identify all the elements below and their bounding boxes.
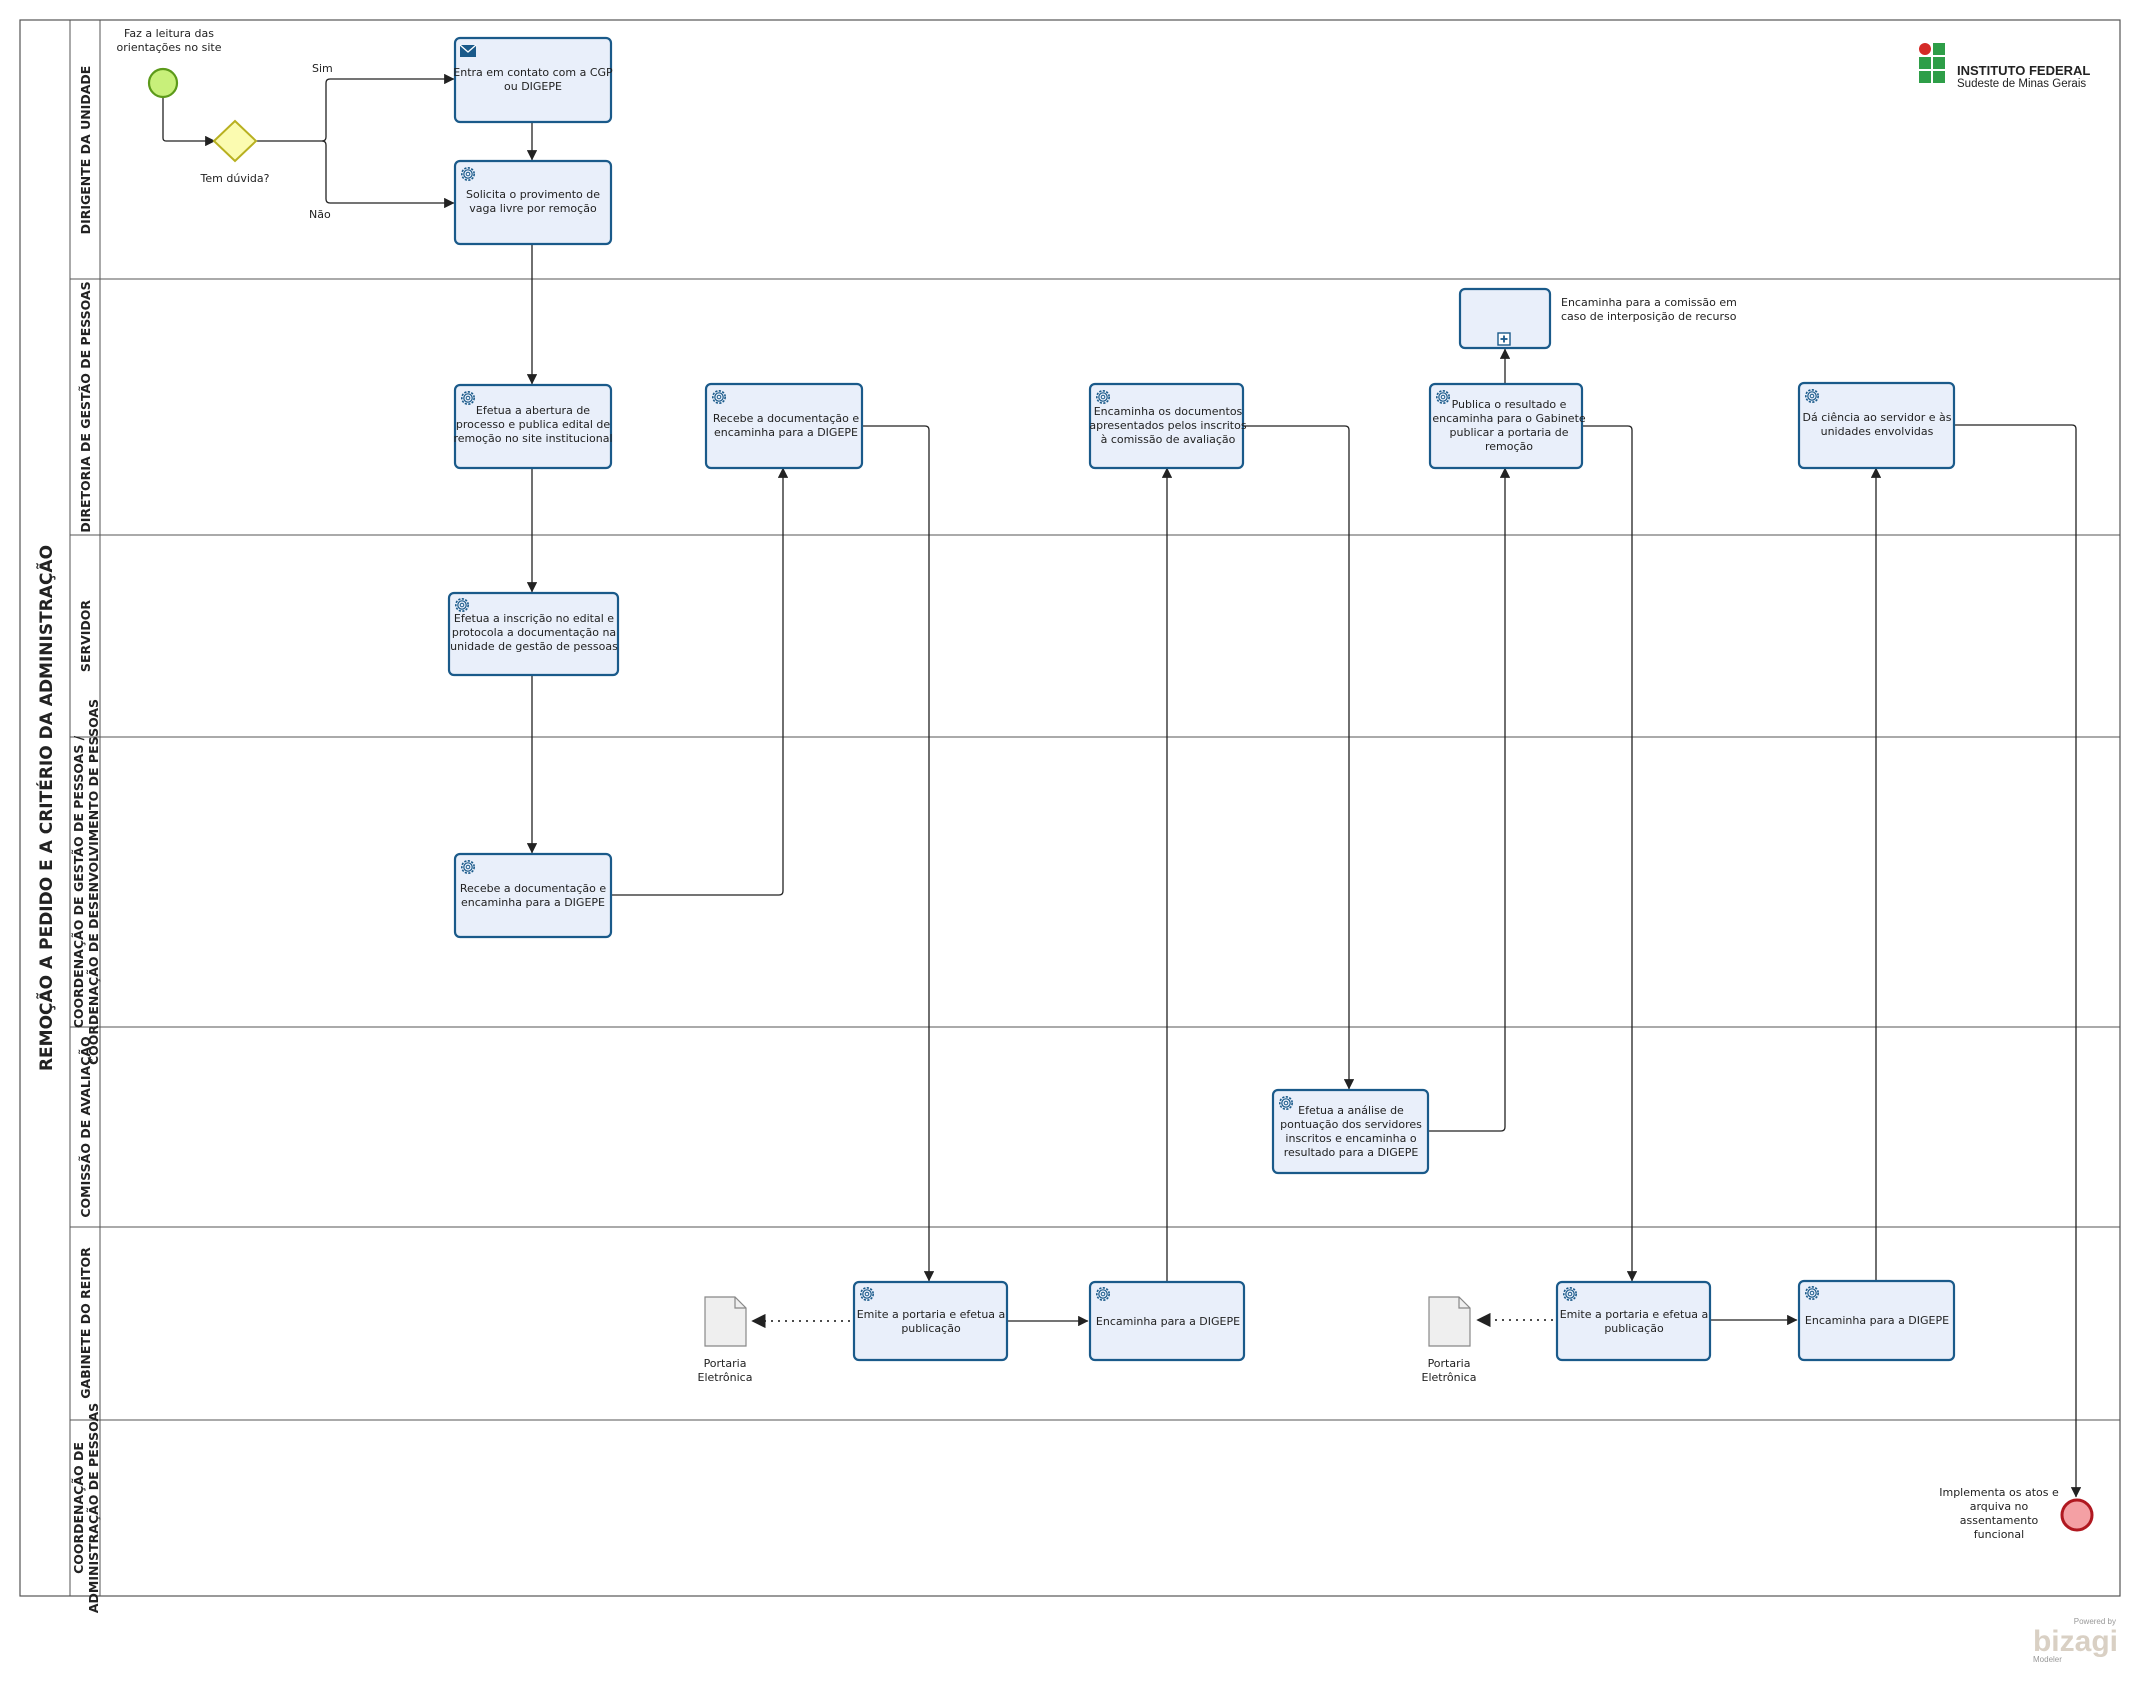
- flow-gateway-yes: [256, 73, 455, 142]
- gateway-no-label: Não: [309, 208, 331, 221]
- lane-title-diretoria: DIRETORIA DE GESTÃO DE PESSOAS: [78, 281, 93, 532]
- logo-instituto-federal: INSTITUTO FEDERAL Sudeste de Minas Gerai…: [1919, 43, 2090, 90]
- pool: REMOÇÃO A PEDIDO E A CRITÉRIO DA ADMINIS…: [19, 19, 2121, 1597]
- flow-t9-t10: [1243, 425, 1355, 1090]
- flow-start-to-gateway: [162, 97, 216, 147]
- lane-titles: DIRIGENTE DA UNIDADE DIRETORIA DE GESTÃO…: [71, 66, 101, 1613]
- sequence-flows: [162, 73, 2082, 1498]
- envelope-icon: [459, 44, 477, 57]
- bizagi-watermark: Powered by bizagi Modeler: [2033, 1617, 2118, 1664]
- flow-t14-end: [1954, 424, 2082, 1498]
- logo-icon: [1919, 43, 1945, 83]
- gateway[interactable]: Tem dúvida? Sim Não: [200, 62, 333, 221]
- flow-t10-t11: [1428, 467, 1511, 1132]
- flow-t11-t12: [1582, 425, 1638, 1282]
- watermark-brand: bizagi: [2033, 1625, 2118, 1658]
- svg-text:Encaminha para a DIGEPE: Encaminha para a DIGEPE: [1805, 1314, 1949, 1327]
- watermark-bottom: Modeler: [2033, 1655, 2062, 1664]
- lane-title-servidor: SERVIDOR: [78, 600, 93, 672]
- task-encaminha-digepe-1[interactable]: Encaminha para a DIGEPE: [1088, 1280, 1246, 1362]
- watermark-top: Powered by: [2074, 1617, 2116, 1626]
- lane-title-coordenacao-administracao: COORDENAÇÃO DEADMINISTRAÇÃO DE PESSOAS: [71, 1403, 101, 1613]
- associations: [751, 1312, 1553, 1329]
- gateway-yes-label: Sim: [312, 62, 333, 75]
- lane-title-comissao: COMISSÃO DE AVALIAÇÃO: [78, 1036, 93, 1217]
- flow-t6-t7: [862, 425, 935, 1282]
- svg-text:Encaminha para a DIGEPE: Encaminha para a DIGEPE: [1096, 1315, 1240, 1328]
- flow-t5-t6: [611, 467, 789, 896]
- logo-line1: INSTITUTO FEDERAL: [1957, 63, 2090, 78]
- pool-title: REMOÇÃO A PEDIDO E A CRITÉRIO DA ADMINIS…: [34, 545, 57, 1071]
- flow-gateway-no: [321, 140, 455, 209]
- lane-title-dirigente: DIRIGENTE DA UNIDADE: [78, 66, 93, 235]
- lane-title-gabinete: GABINETE DO REITOR: [78, 1247, 93, 1399]
- gateway-label: Tem dúvida?: [200, 172, 270, 185]
- lane-title-coordenacao-gestao: COORDENAÇÃO DE GESTÃO DE PESSOAS /COORDE…: [71, 699, 101, 1065]
- svg-text:Efetua a inscrição no edital e: Efetua a inscrição no edital eprotocola …: [450, 612, 618, 653]
- logo-line2: Sudeste de Minas Gerais: [1957, 78, 2086, 90]
- plus-icon: [1497, 332, 1511, 346]
- lane-separators: [70, 278, 2120, 1421]
- task-encaminha-digepe-2[interactable]: Encaminha para a DIGEPE: [1797, 1279, 1956, 1362]
